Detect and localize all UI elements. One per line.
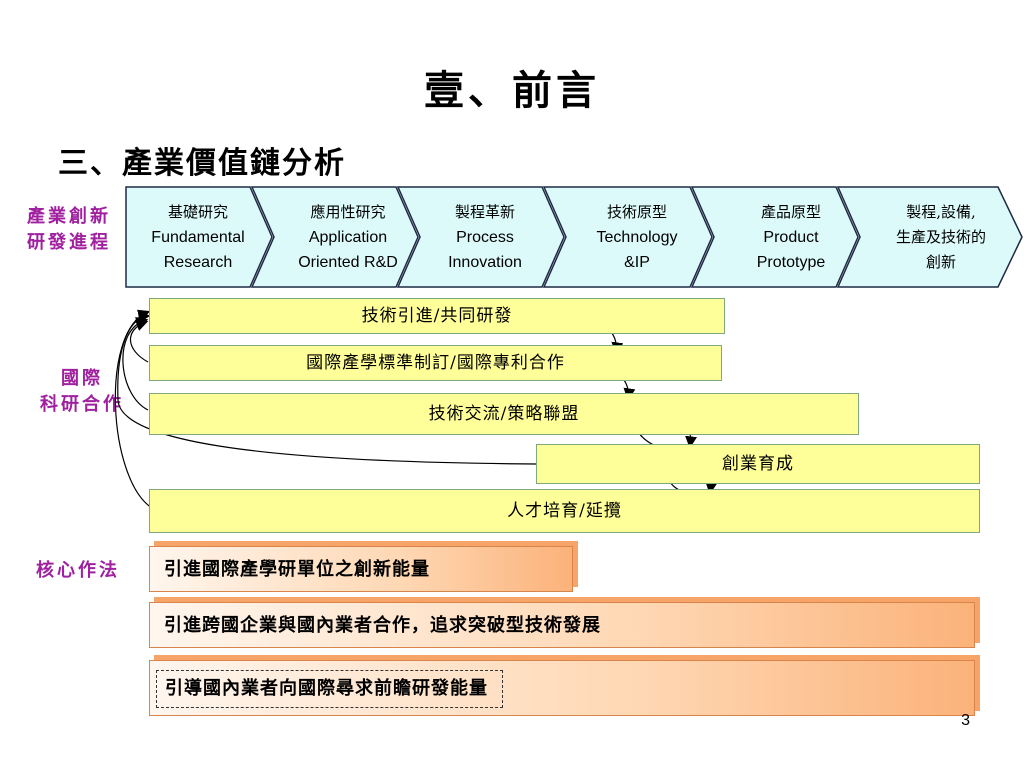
innovation-label-line1: 產業創新 — [27, 206, 111, 227]
chevron-production-innovation — [836, 186, 1023, 288]
chevron-zh-label: 應用性研究 — [310, 203, 386, 221]
chevron-zh-label: 製程革新 — [454, 203, 515, 221]
chevron-zh-label: 產品原型 — [760, 203, 821, 221]
chevron-process-innovation — [396, 186, 565, 288]
coop-standards-bar: 國際產學標準制訂/國際專利合作 — [149, 345, 722, 381]
chevron-zh-label: 創新 — [925, 253, 956, 271]
core-practice-label: 核心作法 — [36, 560, 120, 581]
core-practice-3: 引導國內業者向國際尋求前瞻研發能量 — [149, 660, 975, 716]
chevron-en-label: Research — [163, 254, 233, 271]
chevron-product-prototype — [690, 186, 859, 288]
chevron-zh-label: 製程,設備, — [906, 203, 976, 221]
chevron-en-label: Technology — [596, 229, 678, 246]
coop-talent-bar: 人才培育/延攬 — [149, 489, 980, 533]
chevron-zh-label: 基礎研究 — [167, 203, 228, 221]
chevron-fundamental-research — [125, 186, 273, 288]
coop-exchange-bar: 技術交流/策略聯盟 — [149, 393, 859, 435]
chevron-text-product-prototype: 產品原型 Product Prototype — [722, 200, 860, 275]
chevron-zh-label: 生產及技術的 — [895, 228, 986, 246]
chevron-en-label: Application — [308, 229, 388, 246]
chevron-en-label: Prototype — [756, 254, 826, 271]
international-cooperation-label: 國際 科研合作 — [26, 366, 138, 418]
chevron-text-fundamental-research: 基礎研究 Fundamental Research — [130, 200, 266, 275]
feedback-arrow-4 — [129, 319, 149, 363]
page-number: 3 — [961, 712, 970, 729]
chevron-applied-research — [250, 186, 419, 288]
chevron-en-label: Process — [456, 229, 514, 246]
core-practice-1: 引進國際產學研單位之創新能量 — [149, 546, 573, 592]
chevron-text-technology-ip: 技術原型 Technology &IP — [570, 200, 704, 275]
chevron-en-label: Product — [763, 229, 819, 246]
international-label-line1: 國際 — [61, 368, 103, 389]
innovation-process-label: 產業創新 研發進程 — [10, 204, 128, 256]
coop-tech-intro-bar: 技術引進/共同研發 — [149, 298, 725, 334]
chevron-text-process-innovation: 製程革新 Process Innovation — [420, 200, 550, 275]
chevron-en-label: Oriented R&D — [298, 254, 398, 271]
coop-incubation-bar: 創業育成 — [536, 444, 980, 484]
international-label-line2: 科研合作 — [40, 394, 124, 415]
feedback-arrow-2 — [117, 311, 537, 465]
innovation-label-line2: 研發進程 — [27, 232, 111, 253]
section-subtitle: 三、產業價值鏈分析 — [58, 146, 346, 181]
core-practice-2: 引進跨國企業與國內業者合作，追求突破型技術發展 — [149, 602, 975, 648]
chevron-text-applied-research: 應用性研究 Application Oriented R&D — [278, 200, 418, 275]
chevron-zh-label: 技術原型 — [606, 203, 667, 221]
chevron-en-label: Innovation — [448, 254, 522, 271]
core-practice-3-text: 引導國內業者向國際尋求前瞻研發能量 — [156, 670, 503, 708]
chevron-text-production-innovation: 製程,設備, 生產及技術的 創新 — [866, 200, 1016, 275]
chevron-en-label: &IP — [624, 254, 650, 271]
page-title: 壹、前言 — [424, 67, 600, 114]
chevron-technology-ip — [542, 186, 713, 288]
chevron-en-label: Fundamental — [151, 229, 245, 246]
